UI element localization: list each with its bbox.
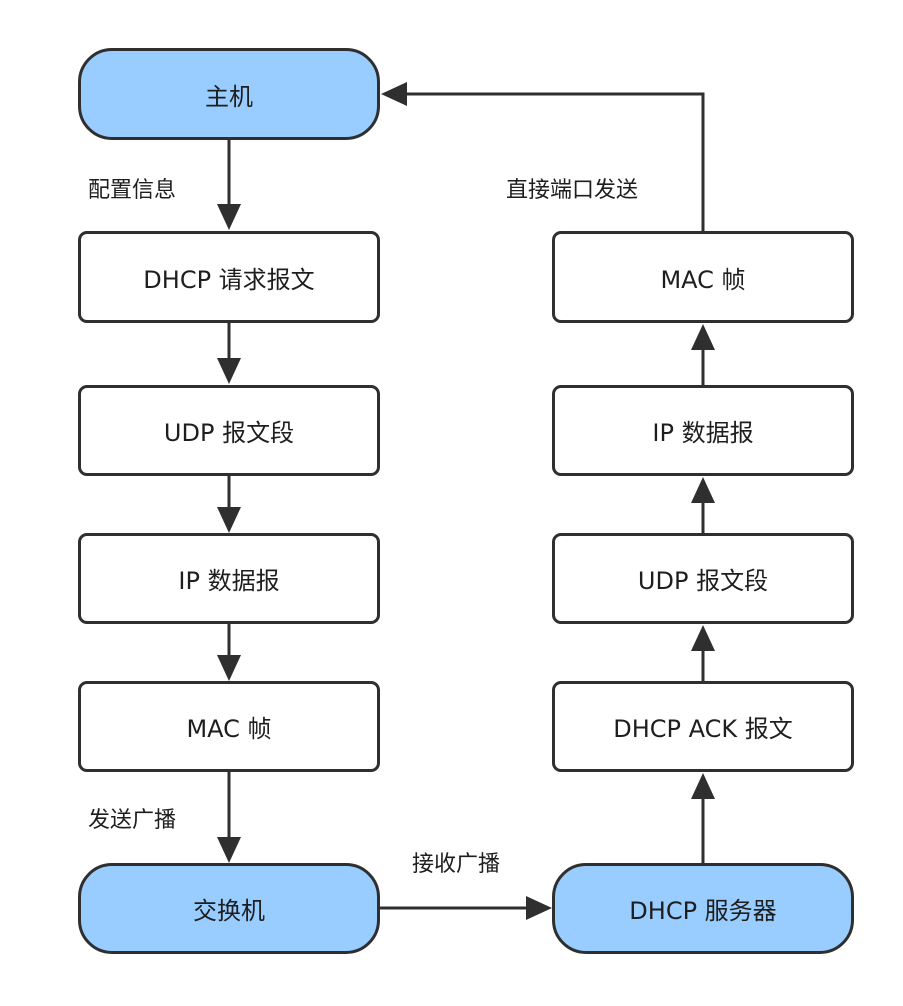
config-info-label: 配置信息 (88, 178, 177, 203)
edge-udp-to-ip-right (691, 477, 715, 533)
edge-host-to-request (217, 140, 241, 230)
host-node: 主机 (78, 48, 380, 140)
dhcp-server-node: DHCP 服务器 (552, 863, 854, 954)
edge-ack-to-udp (691, 625, 715, 681)
mac-frame-left-label: MAC 帧 (186, 715, 272, 743)
edge-request-to-udp (217, 323, 241, 384)
dhcp-request-label: DHCP 请求报文 (143, 265, 315, 294)
dhcp-request-node: DHCP 请求报文 (78, 231, 380, 323)
udp-segment-left-label: UDP 报文段 (163, 419, 295, 447)
edge-ip-to-mac-right (691, 324, 715, 385)
dhcp-ack-label: DHCP ACK 报文 (613, 715, 793, 743)
ip-datagram-left-node: IP 数据报 (78, 533, 380, 624)
host-label: 主机 (205, 82, 253, 111)
switch-label: 交换机 (193, 897, 265, 925)
mac-frame-right-node: MAC 帧 (552, 231, 854, 323)
edge-mac-to-host (381, 82, 705, 231)
mac-frame-right-label: MAC 帧 (660, 265, 746, 294)
ip-datagram-right-node: IP 数据报 (552, 385, 854, 476)
dhcp-server-label: DHCP 服务器 (629, 897, 777, 925)
udp-segment-left-node: UDP 报文段 (78, 385, 380, 476)
send-broadcast-label: 发送广播 (88, 808, 177, 833)
direct-port-send-label: 直接端口发送 (506, 178, 639, 203)
switch-node: 交换机 (78, 863, 380, 954)
udp-segment-right-node: UDP 报文段 (552, 533, 854, 624)
ip-datagram-left-label: IP 数据报 (178, 567, 280, 595)
ip-datagram-right-label: IP 数据报 (652, 419, 754, 447)
edge-udp-to-ip (217, 476, 241, 533)
mac-frame-left-node: MAC 帧 (78, 681, 380, 772)
edge-switch-to-server (380, 896, 552, 920)
receive-broadcast-label: 接收广播 (412, 852, 501, 877)
edge-mac-to-switch (217, 772, 241, 863)
udp-segment-right-label: UDP 报文段 (637, 567, 769, 595)
dhcp-ack-node: DHCP ACK 报文 (552, 681, 854, 772)
edge-server-to-ack (691, 773, 715, 863)
edge-ip-to-mac (217, 624, 241, 681)
